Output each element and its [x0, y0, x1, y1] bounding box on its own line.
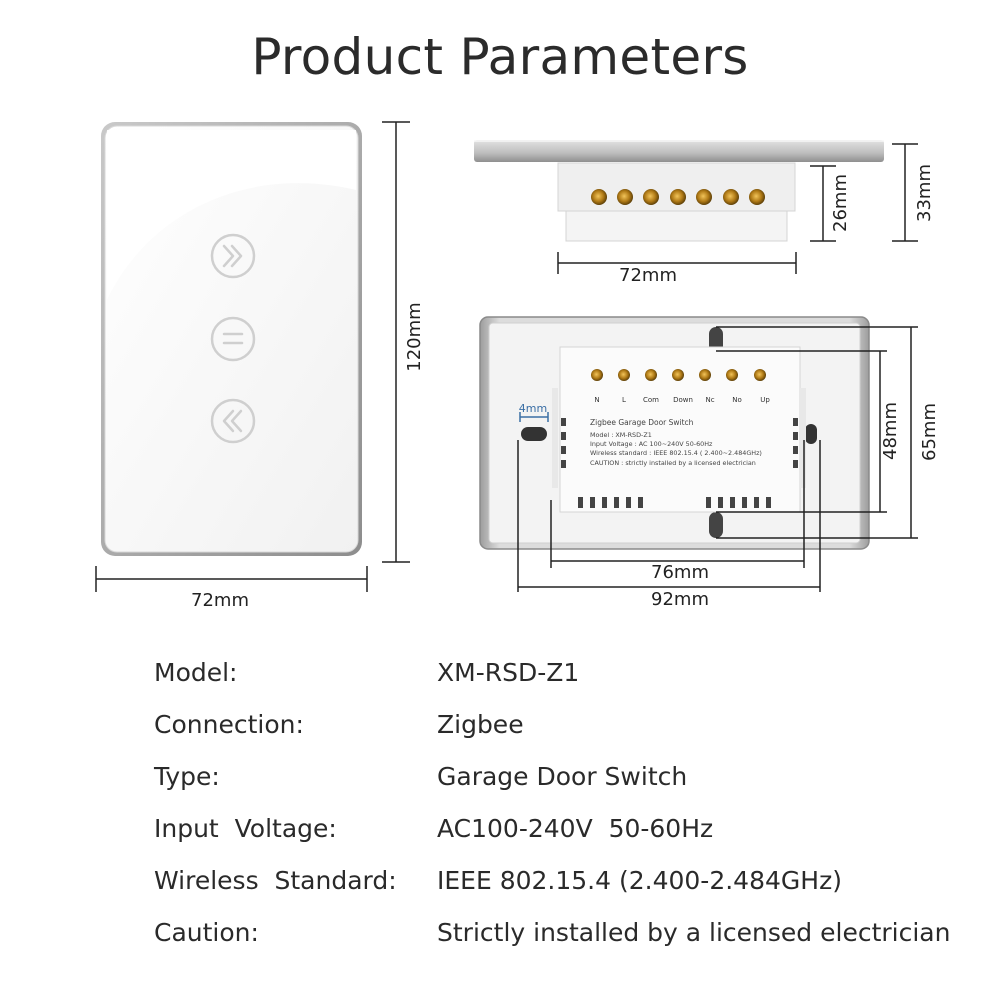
spec-label: Model: — [154, 658, 238, 687]
side-view — [474, 140, 884, 242]
page-title: Product Parameters — [251, 28, 749, 86]
module-label: Zigbee Garage Door Switch Model : XM-RSD… — [590, 418, 762, 467]
spec-label: Type: — [154, 762, 220, 791]
side-terminal-screws — [591, 189, 765, 205]
product-diagram: 120mm 72mm 72mm 26mm — [95, 121, 940, 611]
front-width-label: 72mm — [191, 590, 249, 611]
spec-row-input-voltage: Input Voltage: AC100-240V 50-60Hz — [0, 814, 1000, 854]
svg-text:Wireless standard : IEEE 802.1: Wireless standard : IEEE 802.15.4 ( 2.40… — [590, 449, 762, 457]
hole-gap-dimension: 4mm — [519, 402, 549, 422]
spec-value: AC100-240V 50-60Hz — [437, 814, 714, 843]
up-arrows-icon[interactable] — [210, 233, 256, 279]
back-height-outer-label: 65mm — [919, 403, 940, 461]
svg-text:Down: Down — [673, 396, 693, 404]
side-width-label: 72mm — [619, 265, 677, 286]
spec-row-caution: Caution: Strictly installed by a license… — [0, 918, 1000, 958]
spec-label: Connection: — [154, 710, 304, 739]
side-depth-total-dimension: 33mm — [892, 143, 935, 242]
spec-row-connection: Connection: Zigbee — [0, 710, 1000, 750]
stop-icon[interactable] — [210, 316, 256, 362]
terminal-labels: N L Com Down Nc No Up — [594, 396, 770, 404]
svg-text:No: No — [732, 396, 742, 404]
svg-text:N: N — [594, 396, 599, 404]
spec-label: Caution: — [154, 918, 259, 947]
front-height-label: 120mm — [404, 302, 425, 371]
svg-text:Nc: Nc — [705, 396, 714, 404]
spec-row-type: Type: Garage Door Switch — [0, 762, 1000, 802]
back-view: N L Com Down Nc No Up Zigbee Garage Door… — [479, 316, 870, 550]
side-width-dimension: 72mm — [557, 252, 797, 286]
side-depth-total-label: 33mm — [914, 164, 935, 222]
spec-label: Input Voltage: — [154, 814, 337, 843]
right-mount-hole — [805, 424, 817, 444]
back-width-outer-label: 92mm — [651, 589, 709, 610]
back-terminal-screws — [591, 369, 766, 381]
back-width-inner-label: 76mm — [651, 562, 709, 583]
front-panel — [101, 122, 362, 556]
svg-text:Model : XM-RSD-Z1: Model : XM-RSD-Z1 — [590, 431, 652, 439]
svg-text:L: L — [622, 396, 626, 404]
back-width-inner-dimension: 76mm — [550, 440, 805, 583]
back-height-outer-dimension: 65mm — [716, 326, 940, 539]
front-width-dimension: 72mm — [95, 566, 368, 611]
back-width-outer-dimension: 92mm — [517, 440, 821, 610]
spec-row-model: Model: XM-RSD-Z1 — [0, 658, 1000, 698]
spec-value: IEEE 802.15.4 (2.400-2.484GHz) — [437, 866, 842, 895]
front-height-dimension: 120mm — [382, 121, 425, 563]
svg-text:Zigbee Garage Door Switch: Zigbee Garage Door Switch — [590, 418, 694, 427]
spec-value: Strictly installed by a licensed electri… — [437, 918, 951, 947]
spec-label: Wireless Standard: — [154, 866, 397, 895]
svg-text:Input Voltage : AC 100~240V 5: Input Voltage : AC 100~240V 50-60Hz — [590, 440, 713, 448]
down-arrows-icon[interactable] — [210, 398, 256, 444]
side-depth-body-label: 26mm — [830, 174, 851, 232]
back-height-inner-dimension: 48mm — [716, 350, 901, 513]
spec-value: Zigbee — [437, 710, 524, 739]
spec-row-wireless-standard: Wireless Standard: IEEE 802.15.4 (2.400-… — [0, 866, 1000, 906]
side-depth-body-dimension: 26mm — [810, 165, 851, 242]
hole-gap-label: 4mm — [519, 402, 547, 415]
spec-value: Garage Door Switch — [437, 762, 688, 791]
back-height-inner-label: 48mm — [880, 402, 901, 460]
spec-value: XM-RSD-Z1 — [437, 658, 580, 687]
svg-text:CAUTION : strictly installed b: CAUTION : strictly installed by a licens… — [590, 459, 756, 467]
svg-text:Up: Up — [760, 396, 770, 404]
svg-text:Com: Com — [643, 396, 659, 404]
left-mount-hole — [521, 427, 547, 441]
